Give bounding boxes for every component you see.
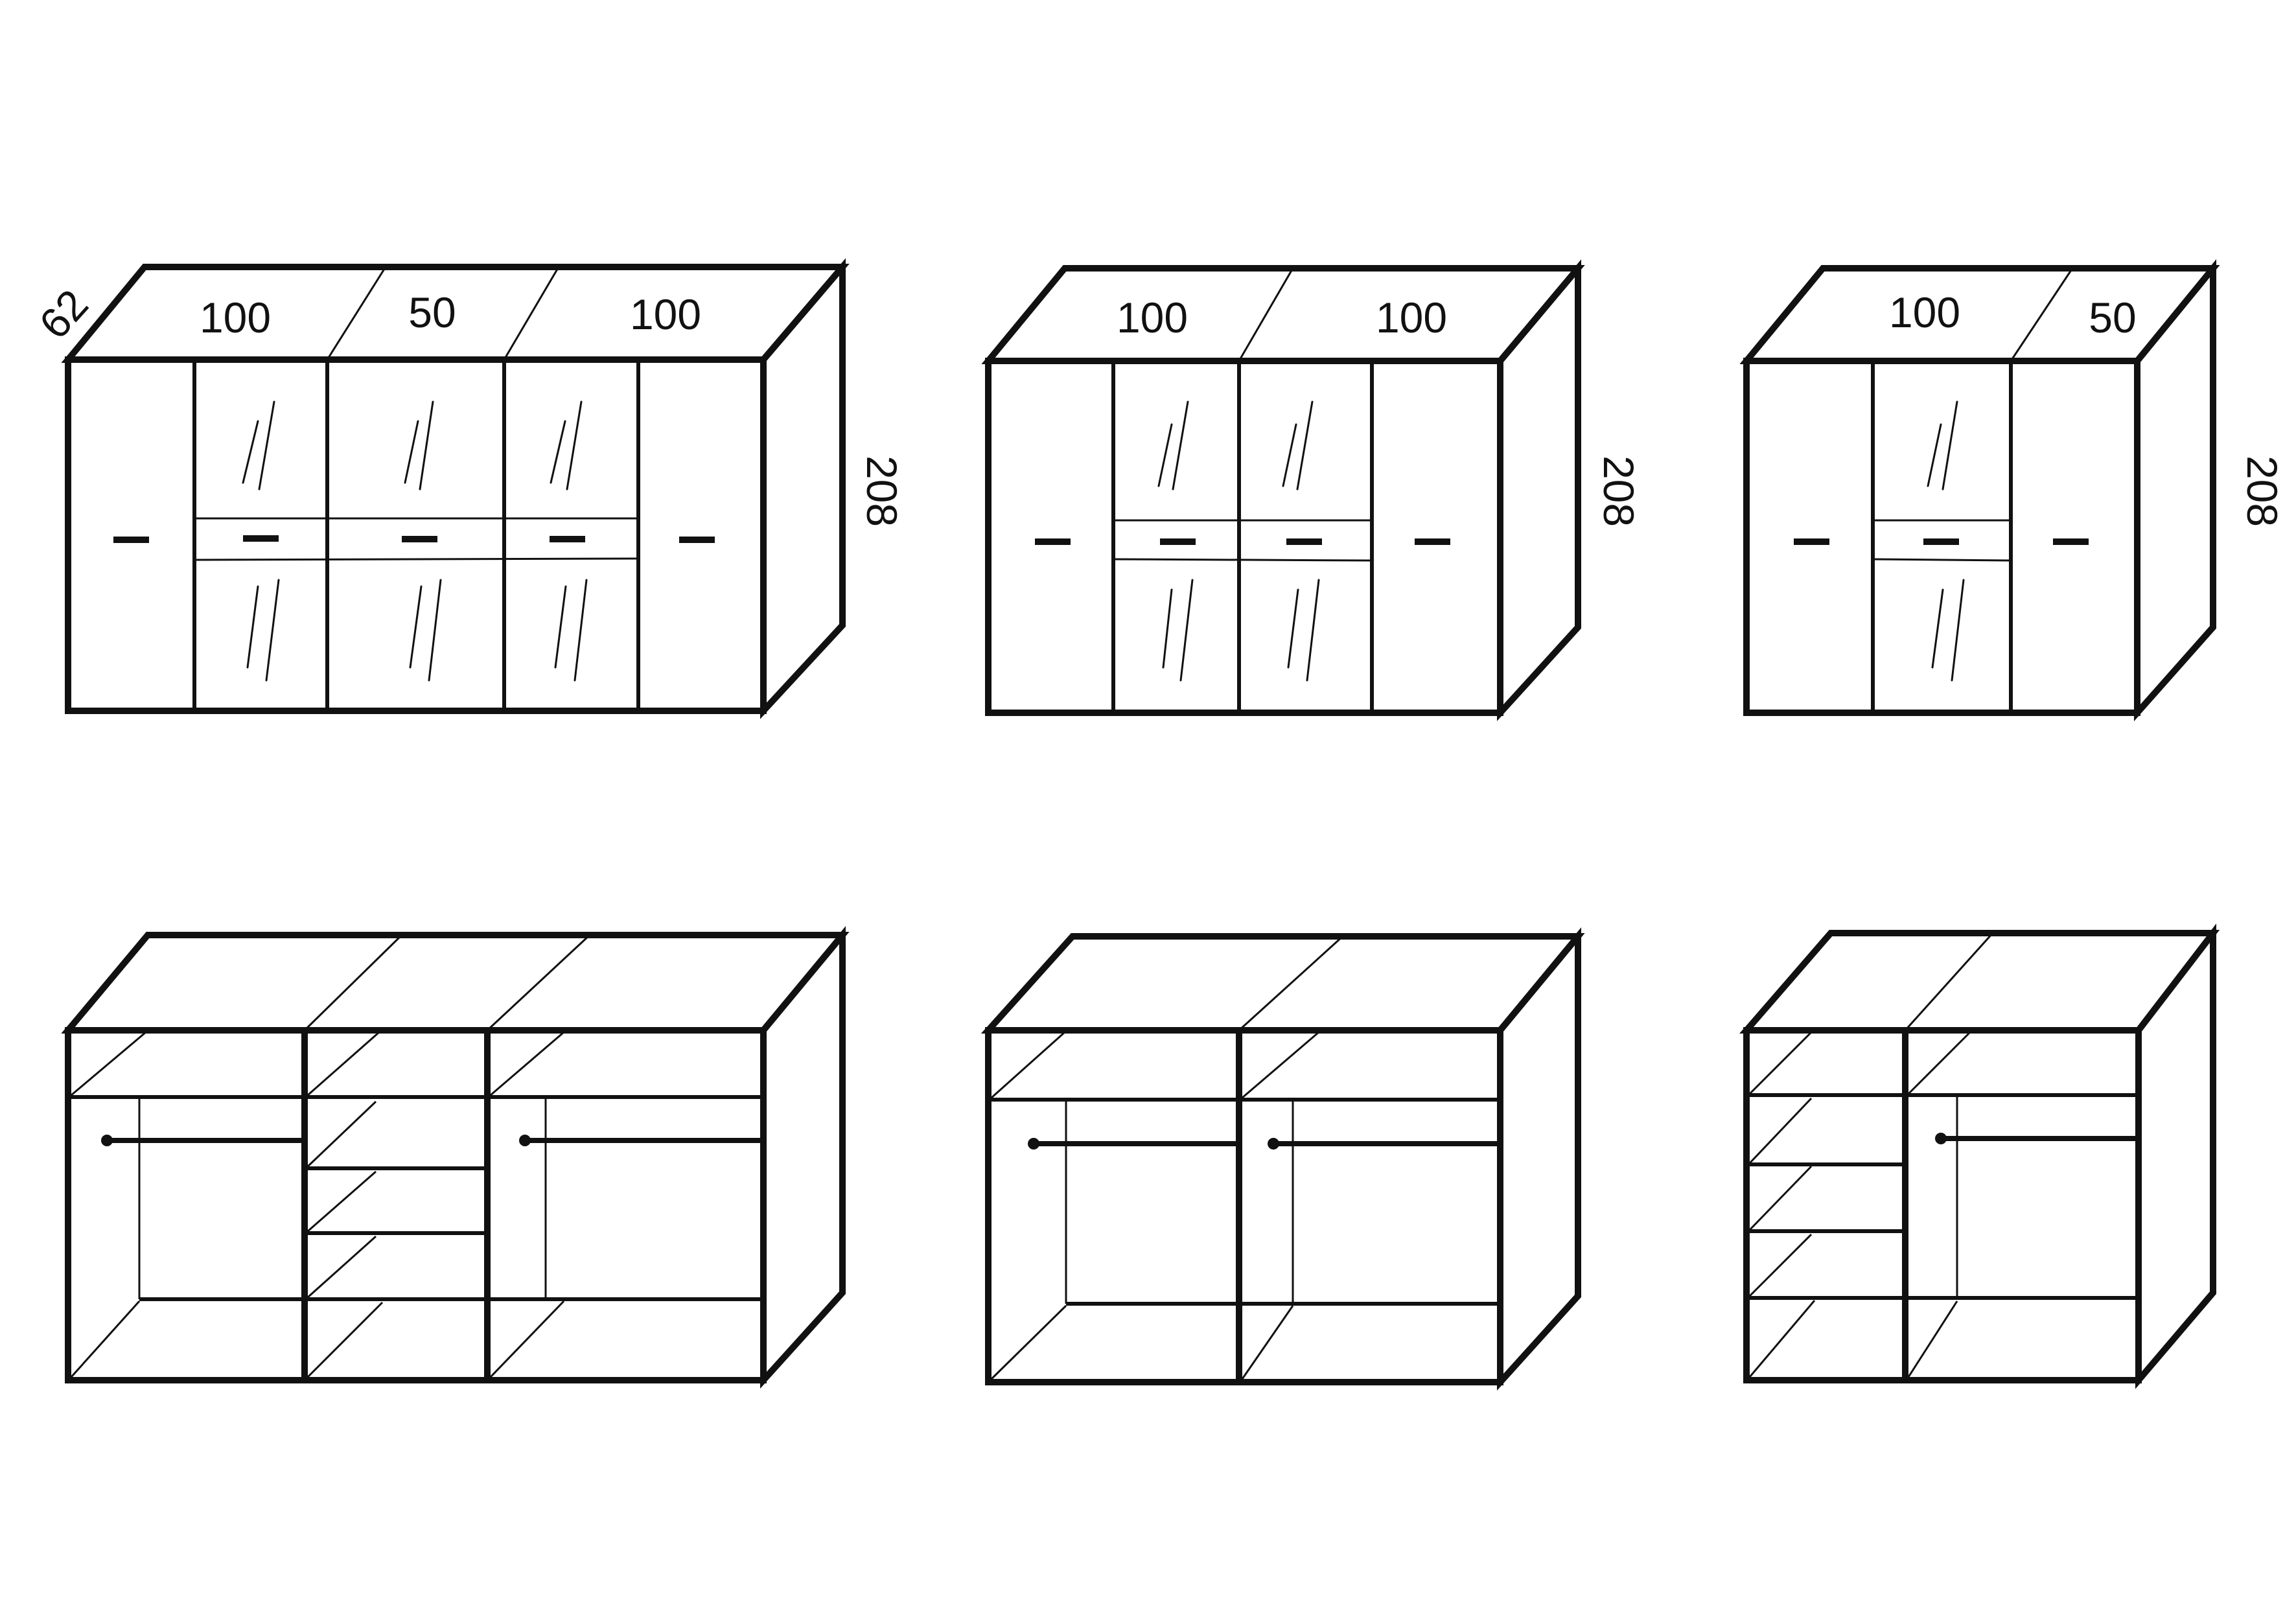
wardrobe-small-closed: 100 50 208 [1739, 259, 2286, 722]
width-label-left: 100 [1117, 294, 1188, 341]
rod-end [1028, 1138, 1039, 1150]
rod-end [519, 1135, 531, 1146]
wardrobe-large-closed: 62 100 50 100 208 [30, 258, 906, 719]
middle-band-bottom [194, 557, 639, 561]
perspective-line [1907, 1301, 1958, 1378]
middle-band-bottom [1113, 558, 1373, 562]
top-face [981, 265, 1585, 364]
height-label: 208 [1595, 456, 1643, 527]
glass-reflection-marks [1157, 400, 1320, 682]
width-label-left: 100 [200, 294, 271, 341]
perspective-line [1242, 1031, 1319, 1099]
middle-band-bottom [1872, 558, 2012, 562]
height-label: 208 [858, 456, 906, 527]
top-face [980, 933, 1585, 1034]
perspective-line [1241, 1305, 1294, 1380]
width-label-right: 100 [1376, 294, 1447, 341]
front-face [65, 1027, 767, 1383]
side-face [760, 258, 846, 719]
front-face [1743, 1027, 2142, 1383]
perspective-line [990, 1304, 1067, 1380]
top-divider [1238, 268, 1294, 362]
perspective-line [307, 1170, 377, 1232]
top-divider [503, 266, 560, 360]
perspective-line [307, 1100, 377, 1168]
rod-end [1268, 1138, 1279, 1150]
perspective-line [1748, 1097, 1813, 1164]
perspective-line [1748, 1300, 1816, 1378]
perspective-line [490, 1031, 564, 1096]
wardrobe-medium-interior [980, 927, 1585, 1391]
width-label-right: 50 [2089, 294, 2136, 341]
side-face [760, 926, 846, 1389]
perspective-line [1748, 1233, 1813, 1297]
perspective-line [307, 1031, 380, 1096]
glass-reflection-marks [1927, 400, 1965, 682]
top-divider [1238, 935, 1344, 1032]
top-divider [1904, 932, 1994, 1032]
perspective-line [307, 1301, 384, 1378]
wardrobe-small-interior [1739, 923, 2220, 1389]
wardrobe-medium-closed: 100 100 208 [981, 259, 1643, 721]
width-label-right: 100 [630, 290, 701, 338]
perspective-line [70, 1300, 141, 1378]
side-face [2134, 259, 2216, 722]
width-label-left: 100 [1889, 288, 1960, 336]
perspective-line [1748, 1165, 1813, 1231]
side-face [2135, 923, 2216, 1389]
rod-end [101, 1135, 113, 1146]
top-divider [303, 934, 403, 1032]
perspective-line [307, 1235, 377, 1299]
top-face [1739, 265, 2220, 364]
perspective-line [1748, 1031, 1813, 1095]
front-face [65, 356, 767, 714]
top-divider [486, 934, 591, 1032]
front-face [985, 358, 1503, 716]
top-divider [326, 266, 387, 360]
height-label: 208 [2238, 456, 2286, 527]
top-divider [2010, 268, 2074, 362]
glass-reflection-marks [242, 400, 588, 682]
perspective-line [489, 1300, 565, 1378]
perspective-line [991, 1031, 1065, 1099]
wardrobe-large-interior [61, 926, 850, 1389]
top-face [61, 932, 850, 1034]
rod-end [1935, 1133, 1947, 1144]
side-face [1497, 259, 1581, 721]
perspective-line [1907, 1031, 1971, 1095]
front-face [985, 1027, 1503, 1385]
side-face [1497, 927, 1581, 1391]
width-label-middle: 50 [408, 288, 456, 336]
front-face [1743, 358, 2140, 716]
perspective-line [71, 1031, 146, 1096]
